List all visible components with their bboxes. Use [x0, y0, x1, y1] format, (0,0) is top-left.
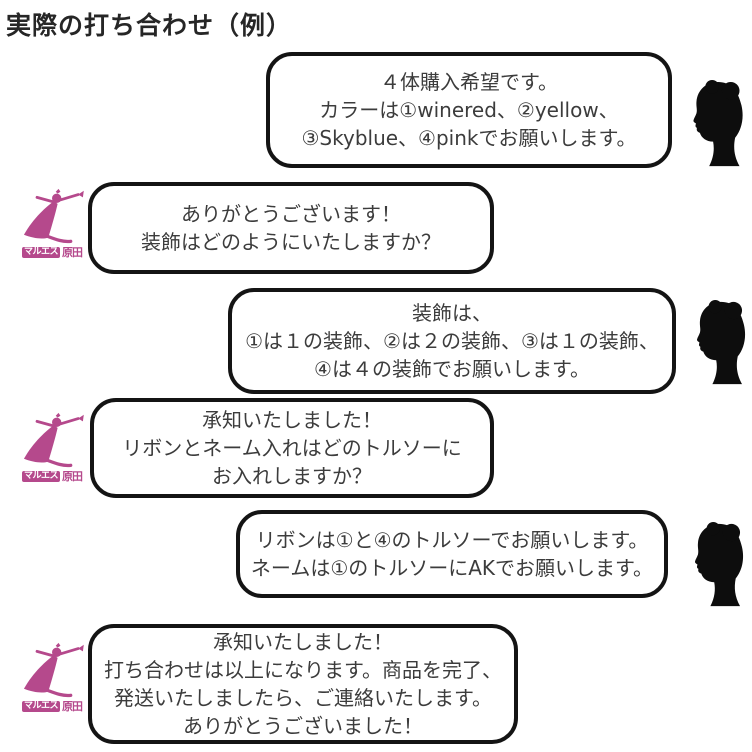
- bubble-text-line: カラーは①winered、②yellow、: [319, 98, 619, 122]
- brand-name: 原田: [62, 700, 83, 713]
- bubble-text-line: 装飾は、: [412, 301, 492, 325]
- bubble-text-line: ①は１の装飾、②は２の装飾、③は１の装飾、: [245, 329, 659, 353]
- bubble-text-line: ありがとうございます！: [181, 202, 401, 226]
- brand-name: 原田: [62, 470, 83, 483]
- bubble-text-line: 打ち合わせは以上になります。商品を完了、: [104, 658, 502, 682]
- woman-profile-silhouette-icon: [692, 300, 750, 388]
- customer-avatar: [692, 300, 750, 388]
- page-title: 実際の打ち合わせ（例）: [6, 11, 293, 40]
- ballet-dancer-icon: [16, 412, 88, 470]
- woman-profile-silhouette-icon: [688, 80, 748, 170]
- bubble-text-line: ④は４の装飾でお願いします。: [314, 357, 590, 381]
- customer-avatar: [688, 80, 748, 170]
- brand-wordmark: マルエス 原田: [21, 246, 83, 259]
- ballet-dancer-icon: [16, 642, 88, 700]
- chat-bubble-customer-1: ４体購入希望です。 カラーは①winered、②yellow、 ③Skyblue…: [266, 52, 672, 168]
- chat-bubble-shop-3: 承知いたしました！ 打ち合わせは以上になります。商品を完了、 発送いたしましたら…: [88, 624, 518, 744]
- bubble-text-line: 装飾はどのようにいたしますか？: [141, 230, 441, 254]
- ballet-dancer-icon: [16, 188, 88, 246]
- bubble-text-line: リボンは①と④のトルソーでお願いします。: [255, 528, 649, 552]
- bubble-text-line: ネームは①のトルソーにAKでお願いします。: [250, 556, 654, 580]
- brand-wordmark: マルエス 原田: [21, 470, 83, 483]
- bubble-text-line: 承知いたしました！: [202, 408, 382, 432]
- bubble-text-line: ４体購入希望です。: [380, 70, 558, 94]
- shop-logo: マルエス 原田: [12, 412, 92, 482]
- brand-badge: マルエス: [21, 701, 60, 712]
- bubble-text-line: リボンとネーム入れはどのトルソーに: [122, 436, 462, 460]
- brand-name: 原田: [62, 246, 83, 259]
- woman-profile-silhouette-icon: [690, 522, 748, 610]
- bubble-text-line: お入れしますか？: [212, 464, 372, 488]
- shop-logo: マルエス 原田: [12, 642, 92, 712]
- brand-badge: マルエス: [21, 247, 60, 258]
- customer-avatar: [690, 522, 748, 610]
- brand-badge: マルエス: [21, 471, 60, 482]
- chat-bubble-customer-2: 装飾は、 ①は１の装飾、②は２の装飾、③は１の装飾、 ④は４の装飾でお願いします…: [228, 288, 676, 394]
- bubble-text-line: 承知いたしました！: [213, 630, 393, 654]
- bubble-text-line: ありがとうございました！: [183, 714, 423, 738]
- bubble-text-line: ③Skyblue、④pinkでお願いします。: [301, 126, 637, 150]
- shop-logo: マルエス 原田: [12, 188, 92, 258]
- chat-bubble-shop-2: 承知いたしました！ リボンとネーム入れはどのトルソーに お入れしますか？: [90, 398, 494, 498]
- chat-bubble-customer-3: リボンは①と④のトルソーでお願いします。 ネームは①のトルソーにAKでお願いしま…: [236, 510, 668, 598]
- brand-wordmark: マルエス 原田: [21, 700, 83, 713]
- chat-bubble-shop-1: ありがとうございます！ 装飾はどのようにいたしますか？: [88, 182, 494, 274]
- bubble-text-line: 発送いたしましたら、ご連絡いたします。: [114, 686, 492, 710]
